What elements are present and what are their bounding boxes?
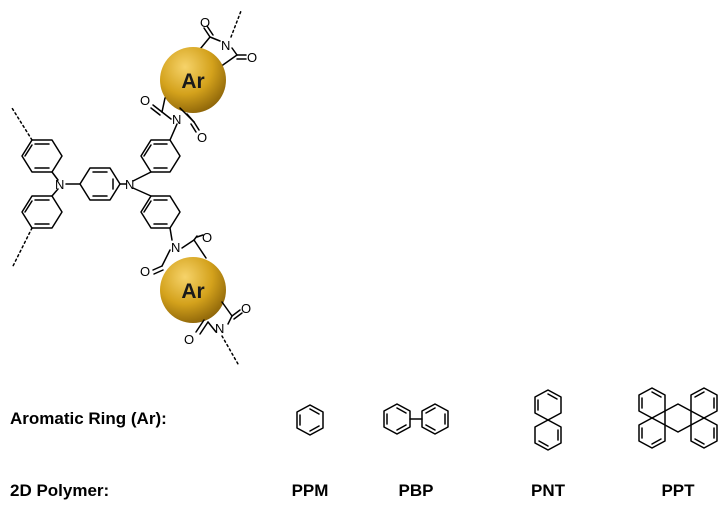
- polymer-row-label: 2D Polymer:: [10, 481, 109, 500]
- upper-right-phenyl: [132, 139, 181, 182]
- polymer-name-pbp: PBP: [399, 481, 434, 500]
- bottom-ar-label: Ar: [181, 280, 204, 303]
- bottom-imide-oxygen-2: O: [184, 332, 194, 347]
- upper-imide-oxygen-1: O: [140, 93, 150, 108]
- lower-middle-imide-ring: N O O: [140, 230, 212, 279]
- bottom-aromatic-sphere: Ar: [160, 257, 226, 323]
- upper-imide-nitrogen: N: [172, 112, 181, 127]
- left-upper-phenyl: [11, 107, 63, 181]
- left-lower-phenyl: [11, 188, 63, 269]
- polymer-name-ppm: PPM: [292, 481, 329, 500]
- bottom-imide-oxygen-1: O: [241, 301, 251, 316]
- top-ar-label: Ar: [181, 70, 204, 93]
- left-amine-nitrogen: N: [55, 177, 64, 192]
- top-imide-oxygen-2: O: [247, 50, 257, 65]
- bottom-imide-nitrogen: N: [215, 321, 224, 336]
- bottom-imide-ring: O N O: [184, 301, 251, 365]
- top-imide-nitrogen: N: [221, 38, 230, 53]
- top-aromatic-sphere: Ar: [160, 47, 226, 113]
- top-imide-ring: O N O: [195, 10, 257, 68]
- upper-imide-oxygen-2: O: [197, 130, 207, 145]
- upper-middle-imide-ring: O N O: [140, 93, 207, 145]
- lower-imide-oxygen-1: O: [202, 230, 212, 245]
- polymer-name-ppt: PPT: [661, 481, 695, 500]
- right-amine-nitrogen: N: [125, 177, 134, 192]
- lower-right-phenyl: [132, 187, 181, 241]
- lower-imide-nitrogen: N: [171, 240, 180, 255]
- biphenyl-structure: [383, 403, 449, 435]
- central-phenyl: [65, 167, 127, 201]
- naphthalene-structure: [534, 389, 562, 451]
- polymer-name-pnt: PNT: [531, 481, 566, 500]
- benzene-structure: [296, 404, 324, 436]
- aromatic-ring-row-label: Aromatic Ring (Ar):: [10, 409, 167, 428]
- lower-imide-oxygen-2: O: [140, 264, 150, 279]
- perylene-structure: [638, 387, 718, 449]
- top-imide-oxygen-1: O: [200, 15, 210, 30]
